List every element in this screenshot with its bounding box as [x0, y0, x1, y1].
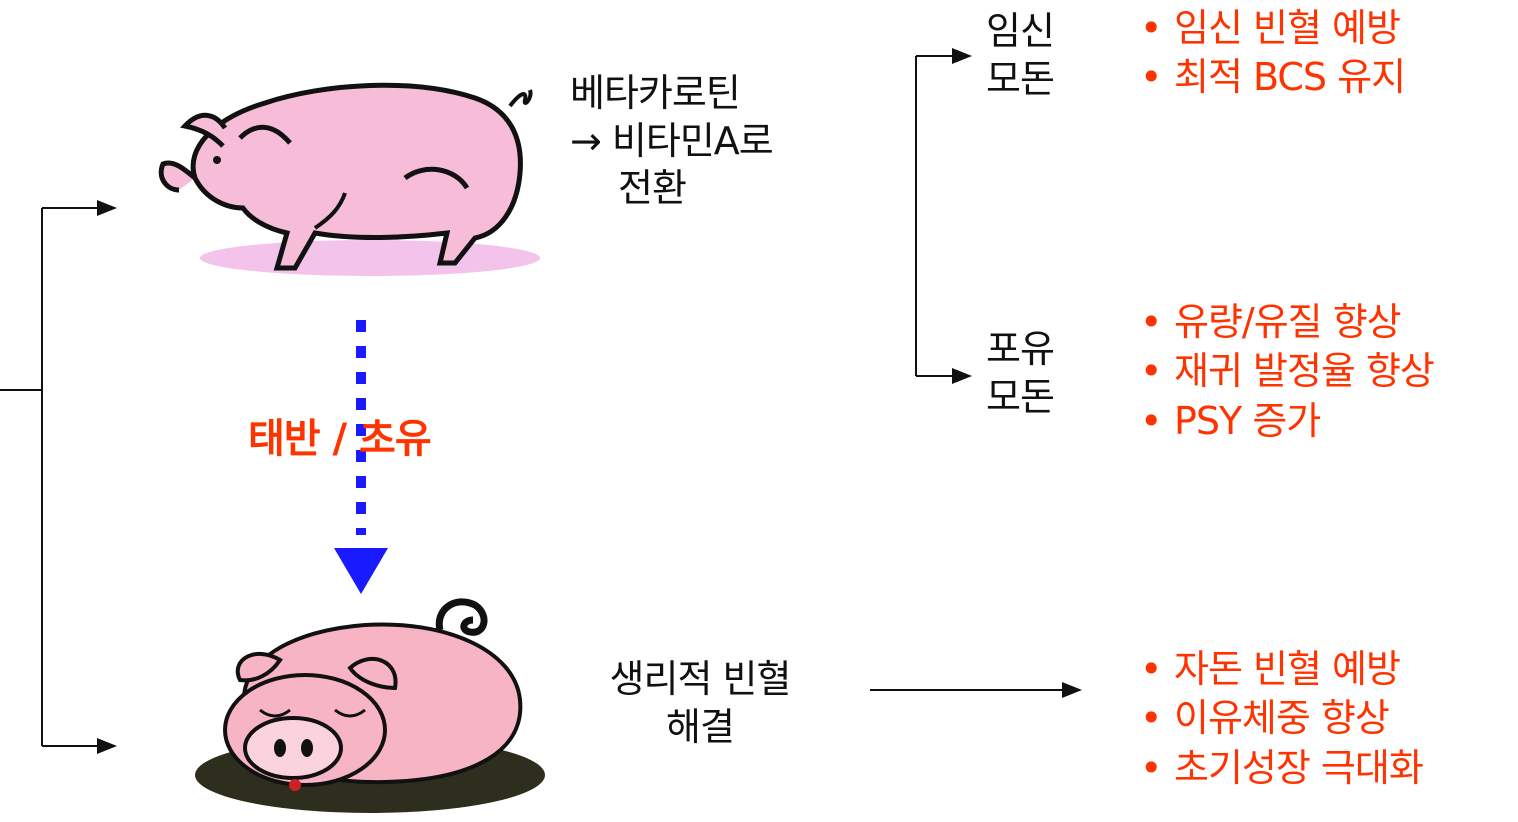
piglet-benefit-item: 자돈 빈혈 예방: [1140, 645, 1423, 695]
transfer-arrow: [334, 320, 388, 594]
left-bracket: [0, 200, 117, 754]
piglet-effect-text: 생리적 빈혈 해결: [580, 656, 820, 751]
pregnant-benefits-list: 임신 빈혈 예방 최적 BCS 유지: [1140, 4, 1406, 103]
conversion-line-2: → 비타민A로: [570, 118, 774, 163]
lactating-benefits-list: 유량/유질 향상 재귀 발정율 향상 PSY 증가: [1140, 298, 1435, 447]
lactating-line-1: 포유: [986, 327, 1055, 371]
pregnant-benefit-item: 최적 BCS 유지: [1140, 53, 1406, 103]
transfer-label: 태반 / 초유: [248, 416, 432, 462]
pregnant-line-1: 임신: [986, 9, 1055, 53]
lactating-benefit-item: 재귀 발정율 향상: [1140, 347, 1435, 397]
transfer-arrow-head: [334, 548, 388, 594]
lactating-sow-label: 포유 모돈: [975, 326, 1065, 421]
sleeping-piglet-icon: [195, 598, 545, 813]
lactating-benefit-item: PSY 증가: [1140, 397, 1434, 447]
sow-conversion-text: 베타카로틴 → 비타민A로 전환: [570, 70, 774, 213]
pregnant-benefit-item: 임신 빈혈 예방: [1140, 4, 1405, 54]
conversion-line-1: 베타카로틴: [570, 71, 741, 115]
piglet-benefit-item: 이유체중 향상: [1140, 694, 1423, 744]
sow-icon: [158, 82, 540, 276]
conversion-line-3: 전환: [618, 166, 687, 210]
pregnant-sow-label: 임신 모돈: [975, 8, 1065, 103]
piglet-benefit-item: 초기성장 극대화: [1140, 744, 1424, 794]
right-bracket: [915, 48, 972, 384]
lactating-benefit-item: 유량/유질 향상: [1140, 298, 1434, 348]
piglet-benefits-list: 자돈 빈혈 예방 이유체중 향상 초기성장 극대화: [1140, 645, 1424, 794]
effect-line-1: 생리적 빈혈: [609, 657, 792, 701]
effect-line-2: 해결: [666, 704, 735, 749]
pregnant-line-2: 모돈: [986, 56, 1055, 101]
lactating-line-2: 모돈: [986, 374, 1055, 419]
